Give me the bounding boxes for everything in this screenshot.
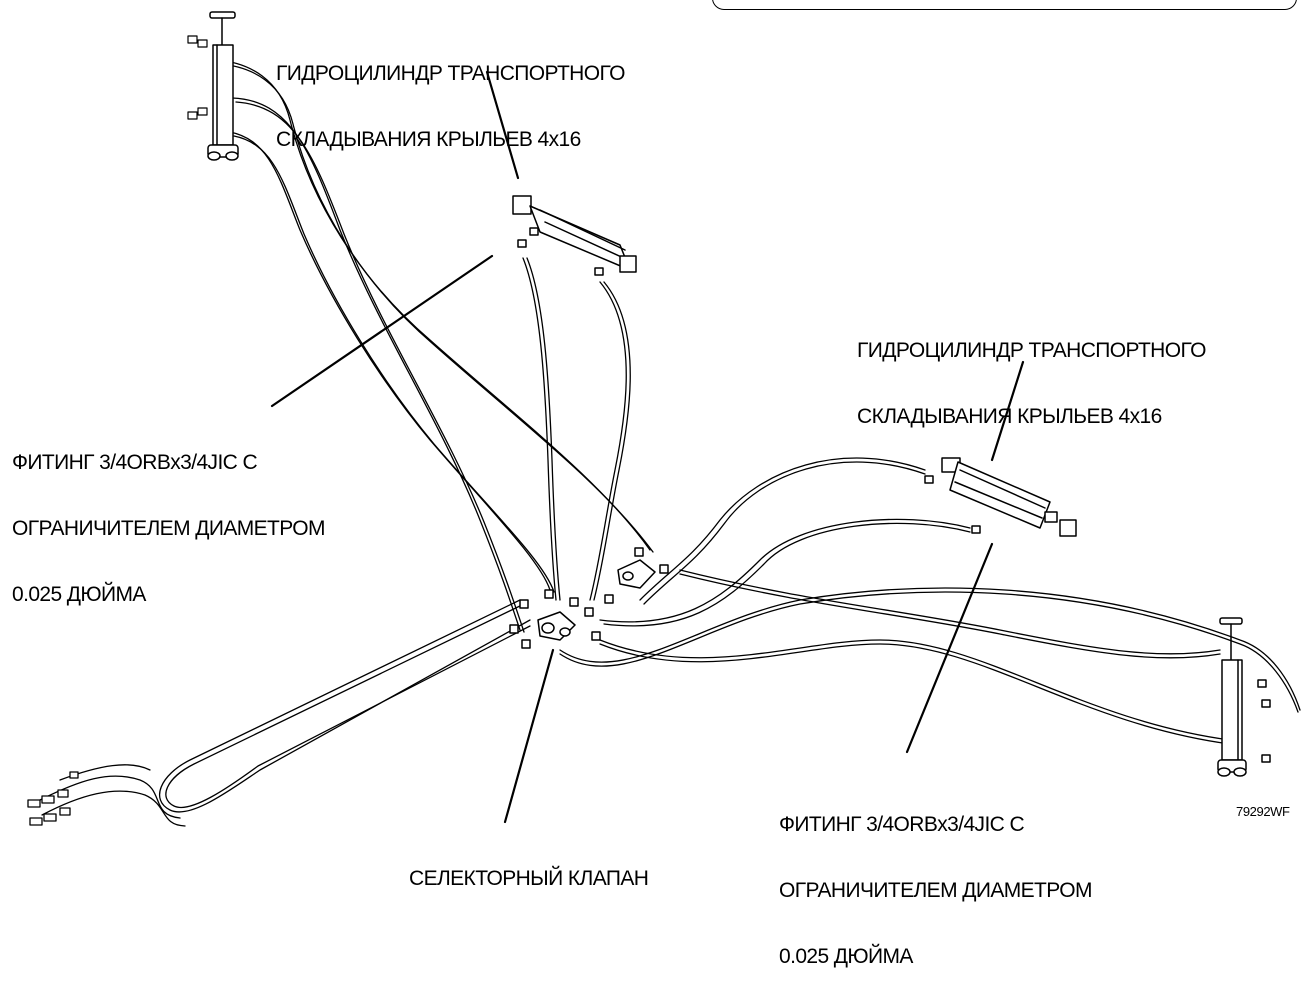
leader-fitting-left [270, 254, 494, 408]
hose-left-cyl-c2 [217, 63, 654, 553]
label-fitting-left: ФИТИНГ 3/4ORBx3/4JIC С ОГРАНИЧИТЕЛЕМ ДИА… [12, 408, 325, 628]
hose-long-c [559, 587, 1301, 711]
hose-right-cyl-b [599, 518, 971, 623]
hydraulic-diagram [27, 11, 1301, 827]
leader-lines [270, 70, 1025, 824]
hose-lines [39, 59, 1301, 827]
top-center-cylinder [512, 195, 637, 276]
hose-left-cyl-a2 [235, 101, 525, 633]
label-cylinder-right: ГИДРОЦИЛИНДР ТРАНСПОРТНОГО СКЛАДЫВАНИЯ К… [857, 296, 1206, 450]
hose-long-b2 [599, 643, 1231, 745]
label-fitting-left-line3: 0.025 ДЮЙМА [12, 583, 146, 606]
hose-tractor-a2 [165, 603, 531, 809]
right-vertical-cylinder [1217, 617, 1271, 777]
hose-tractor-b [39, 775, 181, 819]
label-fitting-right: ФИТИНГ 3/4ORBx3/4JIC С ОГРАНИЧИТЕЛЕМ ДИА… [779, 770, 1092, 990]
label-fitting-right-line1: ФИТИНГ 3/4ORBx3/4JIC С [779, 813, 1025, 836]
label-selector-valve-text: СЕЛЕКТОРНЫЙ КЛАПАН [409, 867, 649, 890]
hose-tractor-a [159, 599, 531, 813]
hose-tractor-c [41, 790, 186, 827]
hose-top-cyl-a [522, 257, 557, 601]
right-center-cylinder [924, 457, 1077, 537]
hose-long-b [599, 639, 1231, 741]
hose-long-c2 [559, 591, 1299, 713]
hose-long-a2 [679, 573, 1221, 659]
hose-right-cyl-a2 [643, 461, 926, 605]
selector-valve [509, 589, 601, 649]
leader-fitting-right [905, 542, 994, 754]
label-fitting-left-line1: ФИТИНГ 3/4ORBx3/4JIC С [12, 451, 258, 474]
label-fitting-right-line3: 0.025 ДЮЙМА [779, 945, 913, 968]
label-selector-valve: СЕЛЕКТОРНЫЙ КЛАПАН [409, 824, 649, 912]
hose-left-cyl-b [229, 131, 551, 591]
hose-right-cyl-b2 [603, 522, 971, 627]
figure-code: 79292WF [1236, 804, 1290, 819]
tractor-couplers [27, 771, 79, 826]
hose-top-cyl-b [589, 281, 627, 601]
left-vertical-cylinder [187, 11, 239, 161]
label-cylinder-right-line1: ГИДРОЦИЛИНДР ТРАНСПОРТНОГО [857, 339, 1206, 362]
hose-right-cyl-a [639, 457, 926, 601]
hose-left-cyl-b2 [233, 135, 555, 593]
label-fitting-left-line2: ОГРАНИЧИТЕЛЕМ ДИАМЕТРОМ [12, 517, 325, 540]
label-cylinder-top-line1: ГИДРОЦИЛИНДР ТРАНСПОРТНОГО [276, 62, 625, 85]
hose-long-a [679, 569, 1221, 655]
leader-cylinder-top [485, 70, 520, 180]
label-fitting-right-line2: ОГРАНИЧИТЕЛЕМ ДИАМЕТРОМ [779, 879, 1092, 902]
secondary-valve [604, 547, 669, 604]
leader-cylinder-right [990, 360, 1025, 462]
hose-top-cyl-a2 [526, 257, 561, 601]
hose-top-cyl-b2 [593, 281, 631, 601]
label-cylinder-top: ГИДРОЦИЛИНДР ТРАНСПОРТНОГО СКЛАДЫВАНИЯ К… [276, 19, 625, 173]
label-cylinder-top-line2: СКЛАДЫВАНИЯ КРЫЛЬЕВ 4x16 [276, 128, 581, 151]
label-cylinder-right-line2: СКЛАДЫВАНИЯ КРЫЛЬЕВ 4x16 [857, 405, 1162, 428]
leader-selector-valve [503, 648, 555, 824]
